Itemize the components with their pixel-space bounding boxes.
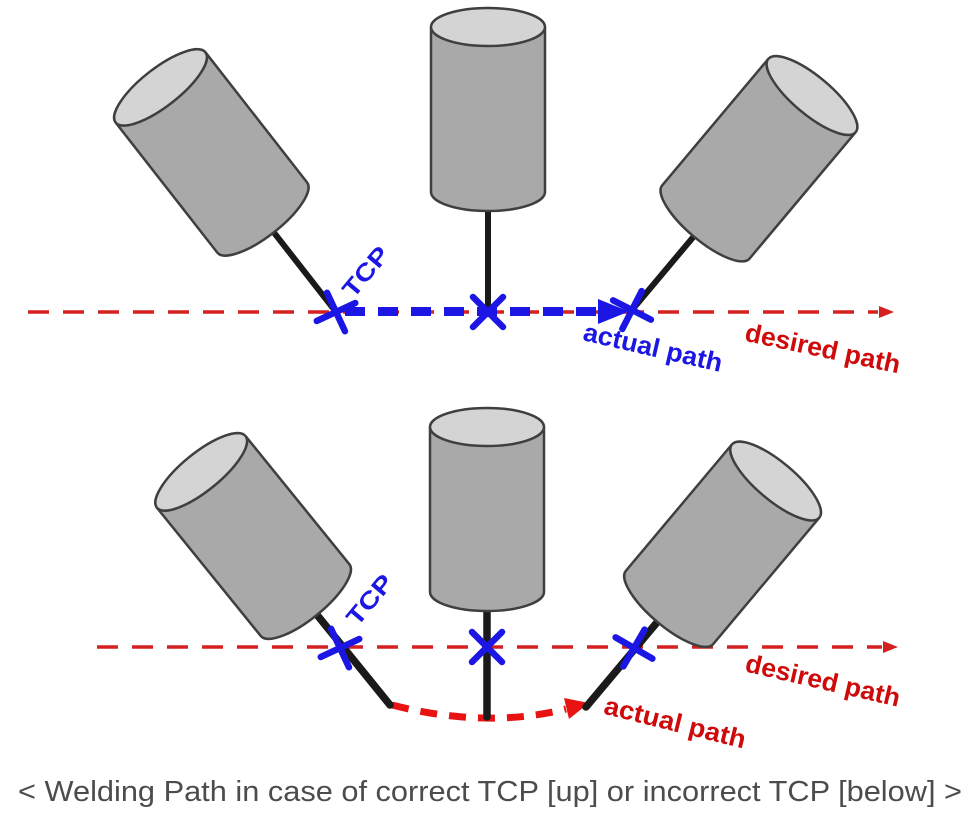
torch-cylinder [143,419,363,652]
desired-path-label-bottom: desired path [743,648,904,713]
actual-path-arrowhead-bottom [564,698,589,719]
torch-stick [259,214,341,317]
actual-path-arrowhead-top [598,299,629,324]
tcp-label-bottom: TCP [341,569,399,631]
desired-path-arrowhead-bottom [883,641,898,653]
tcp-label-top: TCP [337,241,395,303]
torch-cylinder [102,36,320,269]
torch-cylinder [429,6,547,213]
desired-path-arrowhead-top [879,306,894,318]
torch-cylinder [612,428,833,660]
desired-path-label-top: desired path [742,317,903,379]
welding-torch-top-right [627,43,870,315]
torch-cylinder [428,406,546,613]
welding-torch-top-middle [429,6,547,317]
torch-stick [301,596,394,709]
torch-cylinder [648,43,870,275]
welding-torch-bottom-middle [428,406,546,721]
welding-torch-bottom-right [582,428,833,711]
welding-torch-bottom-left [143,419,394,709]
caption: < Welding Path in case of correct TCP [u… [18,776,962,808]
actual-path-label-bottom: actual path [601,690,749,754]
actual-path-curve-bottom [391,701,567,722]
welding-torch-top-left [102,36,341,317]
actual-path-label-top: actual path [580,317,725,378]
